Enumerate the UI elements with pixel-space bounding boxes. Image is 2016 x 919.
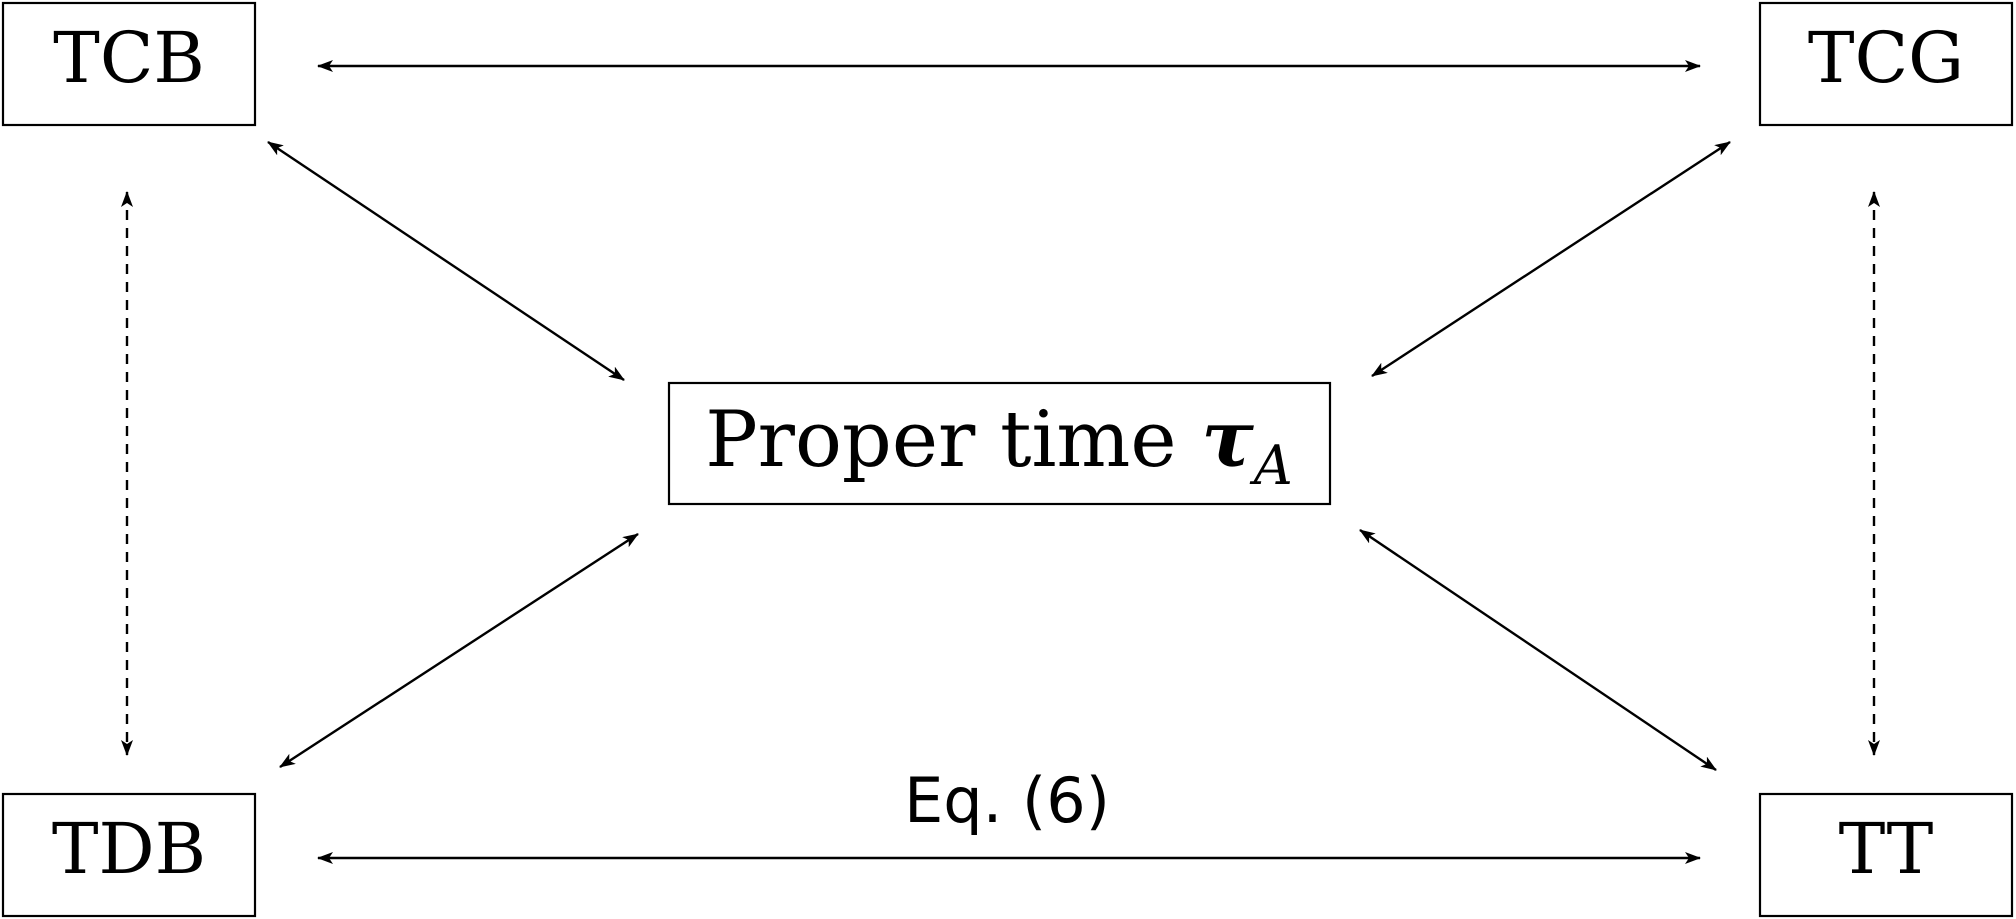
- node-tcb: TCB: [1, 1, 257, 127]
- proper-time-text: Proper time: [705, 395, 1201, 485]
- tau-subscript: A: [1249, 434, 1293, 497]
- node-tt: TT: [1758, 792, 2014, 918]
- node-tcg-label: TCG: [1808, 17, 1964, 99]
- edge-label-eq6: Eq. (6): [904, 764, 1110, 837]
- node-tcg: TCG: [1758, 1, 2014, 127]
- node-proper-time-label: Proper time τA: [705, 394, 1293, 497]
- edge-tcg-center: [1371, 140, 1731, 378]
- edge-tt-center: [1359, 529, 1717, 771]
- tau-symbol: τ: [1201, 394, 1254, 485]
- node-tt-label: TT: [1839, 808, 1934, 890]
- node-tdb-label: TDB: [52, 808, 206, 890]
- node-tcb-label: TCB: [53, 17, 205, 99]
- node-proper-time: Proper time τA: [667, 381, 1332, 506]
- node-tdb: TDB: [1, 792, 257, 918]
- edge-tcb-center: [267, 141, 625, 381]
- edge-tdb-center: [279, 532, 639, 769]
